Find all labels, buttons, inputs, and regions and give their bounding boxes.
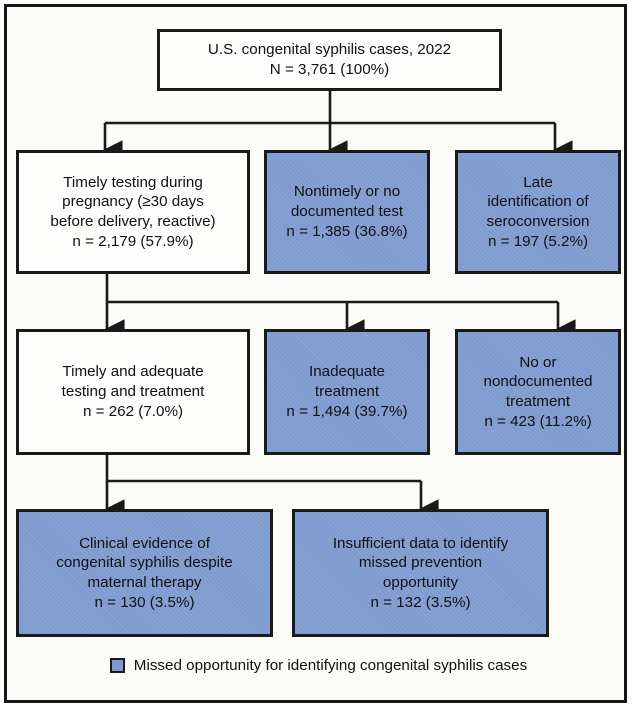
node-line: seroconversion [486, 213, 590, 230]
node-line: n = 2,179 (57.9%) [72, 232, 194, 250]
node-line: treatment [505, 393, 571, 410]
node-timely-testing[interactable]: Timely testing during pregnancy (≥30 day… [16, 150, 250, 274]
node-line: Insufficient data to identify [332, 534, 509, 552]
node-line: identification of [487, 193, 589, 211]
node-nontimely-no-test[interactable]: Nontimely or no documented test n = 1,38… [264, 150, 430, 274]
legend-swatch-icon [109, 658, 125, 673]
node-line: Clinical evidence of [79, 534, 210, 552]
node-line: n = 132 (3.5%) [370, 593, 471, 611]
node-line: pregnancy (≥30 days [62, 193, 204, 211]
flowchart-canvas: U.S. congenital syphilis cases, 2022 N =… [7, 7, 630, 706]
node-line: No or [519, 353, 557, 371]
node-line: n = 197 (5.2%) [487, 232, 589, 250]
node-line: nondocumented [483, 373, 593, 391]
node-line: n = 262 (7.0%) [82, 402, 184, 420]
node-no-nondocumented-treatment[interactable]: No or nondocumented treatment n = 423 (1… [455, 329, 621, 455]
node-line: before delivery, reactive) [50, 213, 216, 230]
node-line: Timely and adequate [62, 363, 204, 381]
figure-frame: U.S. congenital syphilis cases, 2022 N =… [4, 4, 627, 703]
node-line: Timely testing during [63, 173, 203, 191]
node-line: n = 130 (3.5%) [94, 593, 195, 611]
node-insufficient-data[interactable]: Insufficient data to identify missed pre… [292, 509, 549, 637]
node-line: Inadequate [308, 363, 385, 381]
node-line: U.S. congenital syphilis cases, 2022 [207, 41, 452, 59]
node-line: Late [523, 173, 553, 191]
node-late-seroconversion[interactable]: Late identification of seroconversion n … [455, 150, 621, 274]
legend: Missed opportunity for identifying conge… [7, 657, 630, 674]
node-line: maternal therapy [87, 574, 202, 591]
node-line: testing and treatment [61, 383, 205, 401]
node-inadequate-treatment[interactable]: Inadequate treatment n = 1,494 (39.7%) [264, 329, 430, 455]
legend-label: Missed opportunity for identifying conge… [133, 657, 528, 674]
node-line: N = 3,761 (100%) [269, 61, 390, 78]
node-line: n = 1,494 (39.7%) [286, 402, 408, 420]
node-line: congenital syphilis despite [56, 554, 233, 572]
node-line: n = 1,385 (36.8%) [286, 222, 408, 240]
node-line: documented test [290, 203, 404, 221]
node-line: missed prevention [358, 554, 483, 572]
node-timely-adequate-treatment[interactable]: Timely and adequate testing and treatmen… [16, 329, 250, 455]
node-line: Nontimely or no [293, 183, 401, 201]
node-line: n = 423 (11.2%) [484, 412, 592, 430]
node-clinical-evidence-despite-therapy[interactable]: Clinical evidence of congenital syphilis… [16, 509, 273, 637]
node-line: opportunity [382, 574, 459, 591]
node-line: treatment [314, 383, 380, 401]
node-total-cases[interactable]: U.S. congenital syphilis cases, 2022 N =… [157, 29, 502, 91]
